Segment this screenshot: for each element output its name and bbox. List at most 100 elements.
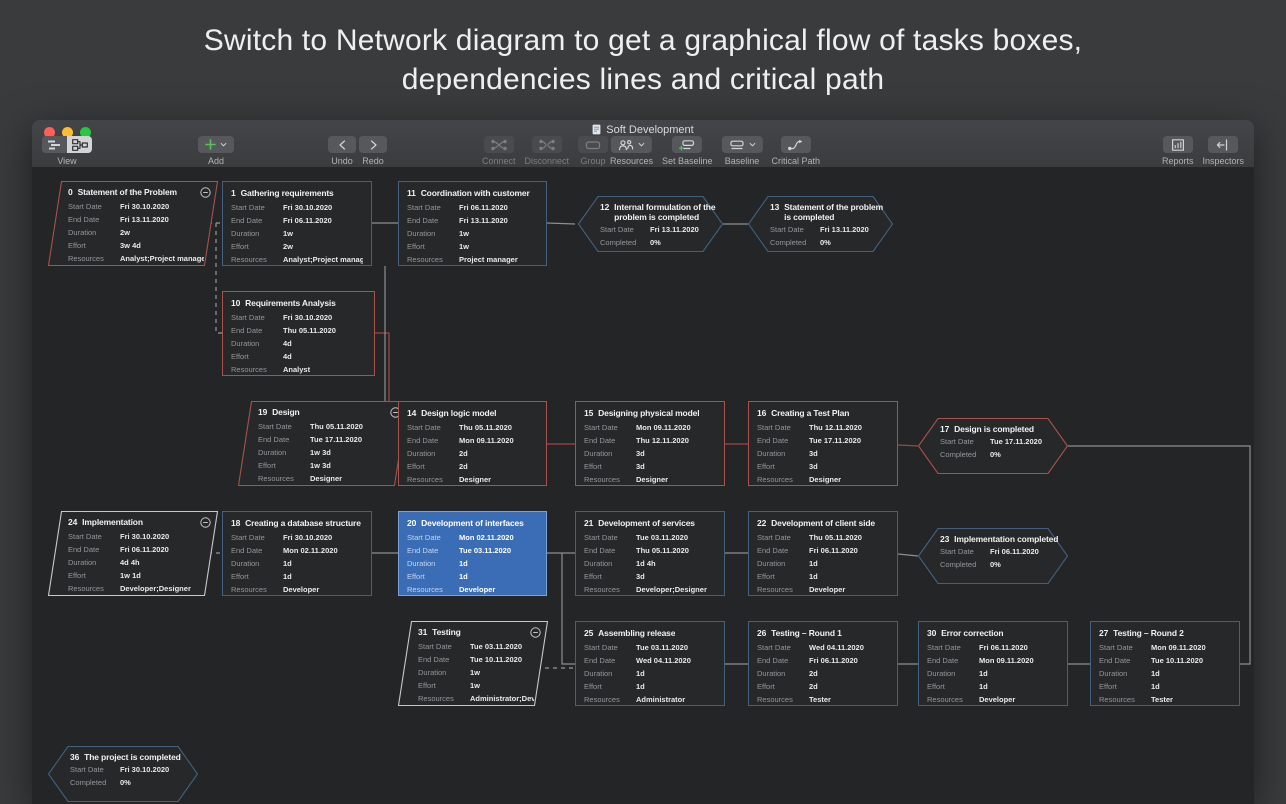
zoom-button[interactable] [80,127,91,138]
toolbar-button-redo[interactable]: Redo [359,136,387,166]
field-value: 2w [120,229,131,237]
field-value: 1d [636,683,645,691]
node-outline [918,528,1068,584]
field-label: Resources [584,695,620,704]
field-value: 1w 3d [310,462,331,470]
task-name: Testing – Round 1 [771,628,842,638]
toolbar-button-add[interactable]: Add [198,136,234,166]
field-value: 3d [636,463,645,471]
toolbar-button-undo[interactable]: Undo [328,136,356,166]
toolbar-button-reports[interactable]: Reports [1162,136,1193,166]
toolbar-button-group: Group [578,136,609,166]
toolbar-button-baseline[interactable]: Baseline [721,136,763,166]
field-value: 2d [809,683,818,691]
field-value: Fri 06.11.2020 [809,657,858,665]
field-label: Start Date [68,202,102,211]
field-label: Duration [231,559,260,568]
disconnect-icon [539,139,555,151]
baseline-icon [729,139,745,151]
toolbar-button-view[interactable]: View [42,136,92,166]
field-value: 0% [820,239,831,247]
toolbar-button-label: Critical Path [771,156,821,166]
network-view-icon[interactable] [67,136,92,153]
toolbar-button-label: Resources [609,156,653,166]
task-name: Development of interfaces [421,518,524,528]
field-label: End Date [584,656,616,665]
field-value: Thu 12.11.2020 [636,437,689,445]
field-label: End Date [757,436,789,445]
reports-icon [1170,138,1186,151]
field-value: Tue 17.11.2020 [990,438,1042,446]
field-label: Completed [940,450,977,459]
field-label: Duration [68,558,97,567]
field-value: Thu 05.11.2020 [459,424,512,432]
summary-link-line [215,223,222,334]
task-id: 0 [68,187,73,197]
collapse-icon[interactable] [200,187,211,198]
field-label: Resources [407,475,443,484]
node-outline [578,196,723,252]
field-label: Start Date [940,437,974,446]
field-value: 1w [470,669,481,677]
field-label: Duration [757,449,786,458]
collapse-icon[interactable] [530,627,541,638]
toolbar-button-set-baseline[interactable]: Set Baseline [662,136,713,166]
field-label: Start Date [231,203,265,212]
field-value: 1w [459,243,470,251]
gantt-view-icon[interactable] [42,136,67,153]
toolbar-button-label: Connect [482,156,516,166]
minimize-button[interactable] [62,127,73,138]
field-value: Analyst [283,366,311,374]
field-label: Duration [584,559,613,568]
collapse-icon[interactable] [200,517,211,528]
task-id: 21 [584,518,594,528]
toolbar-button-resources[interactable]: Resources [610,136,653,166]
toolbar-button-inspectors[interactable]: Inspectors [1202,136,1244,166]
field-label: Start Date [231,313,265,322]
dependency-line [1068,445,1251,665]
field-value: 3w 4d [120,242,141,250]
close-button[interactable] [44,127,55,138]
task-id: 26 [757,628,767,638]
task-id: 25 [584,628,594,638]
field-label: Effort [584,462,602,471]
toolbar-button-critical-path[interactable]: Critical Path [771,136,821,166]
field-label: End Date [68,545,100,554]
field-value: Tue 10.11.2020 [1151,657,1203,665]
traffic-lights [44,127,91,138]
field-value: Designer [310,475,343,483]
field-label: Effort [68,571,86,580]
